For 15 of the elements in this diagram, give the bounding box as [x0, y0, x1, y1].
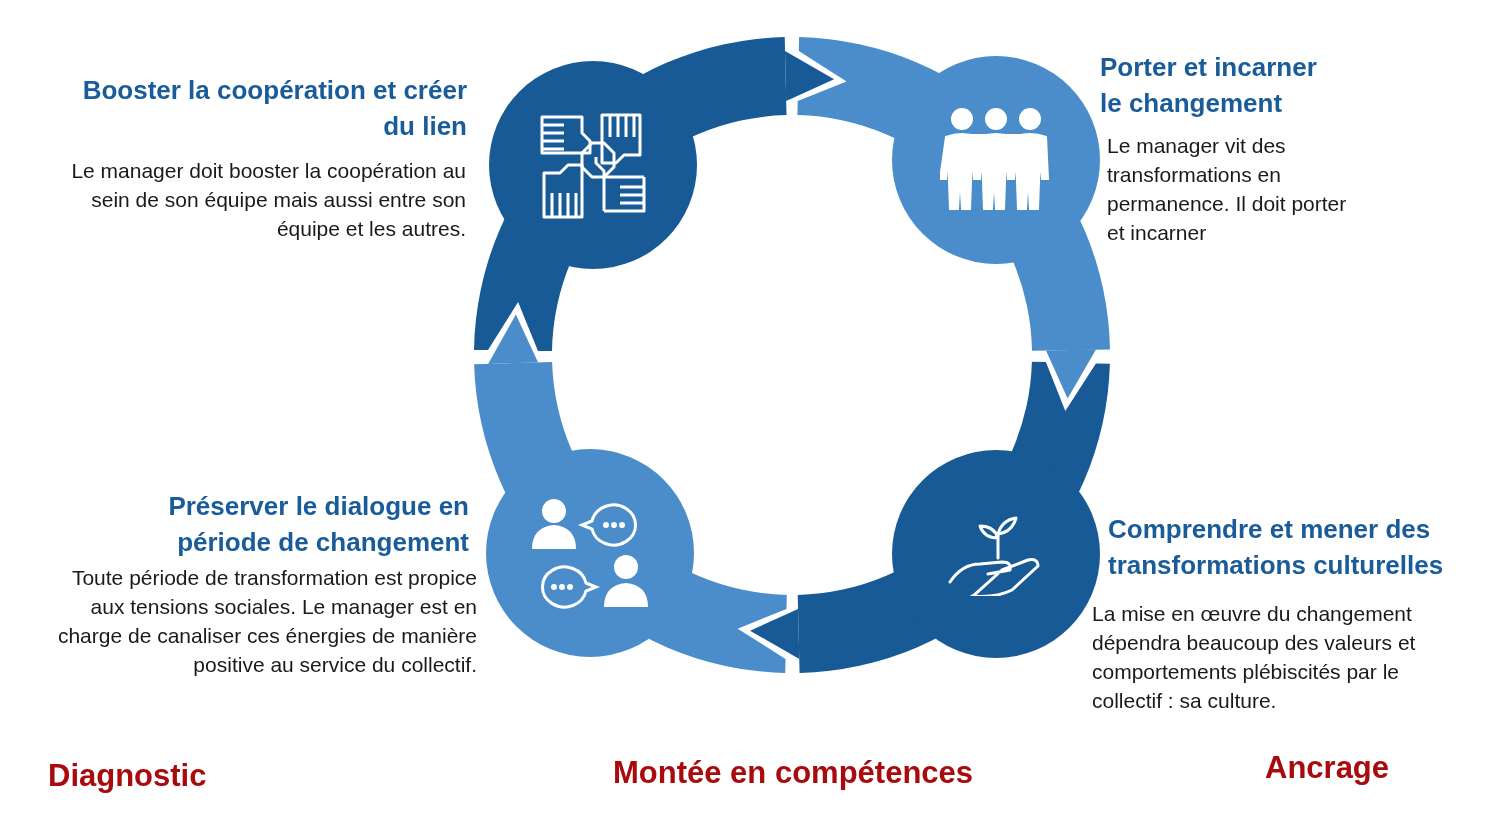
chevron-arrow	[1046, 349, 1096, 399]
step-description: Le manager doit booster la coopération au sein de son équipe mais aussi entre son équipe et les autres.	[71, 158, 466, 242]
phase-label: Ancrage	[1265, 750, 1390, 786]
phase-label: Diagnostic	[48, 758, 207, 794]
step-heading: Booster la coopération et créer du lien	[81, 74, 467, 143]
chevron-arrow	[785, 51, 835, 102]
step-heading: Comprendre et mener des transformations culturelles	[1108, 513, 1445, 582]
step-description: Toute période de transformation est propice aux tensions sociales. Le manager est en charge de canaliser ces énergies de manière positive au service du collectif.	[57, 565, 477, 678]
phase-label: Montée en compétences	[613, 755, 974, 791]
step-heading: Porter et incarner le changement	[1100, 51, 1318, 120]
step-heading: Préserver le dialogue en période de changement	[167, 490, 469, 559]
chevron-arrow	[488, 314, 539, 364]
step-description: Le manager vit des transformations en permanence. Il doit porter et incarner	[1107, 133, 1348, 246]
chevron-arrow	[750, 608, 800, 659]
step-description: La mise en œuvre du changement dépendra beaucoup des valeurs et comportements plébiscités par le collectif : sa culture.	[1092, 601, 1417, 714]
